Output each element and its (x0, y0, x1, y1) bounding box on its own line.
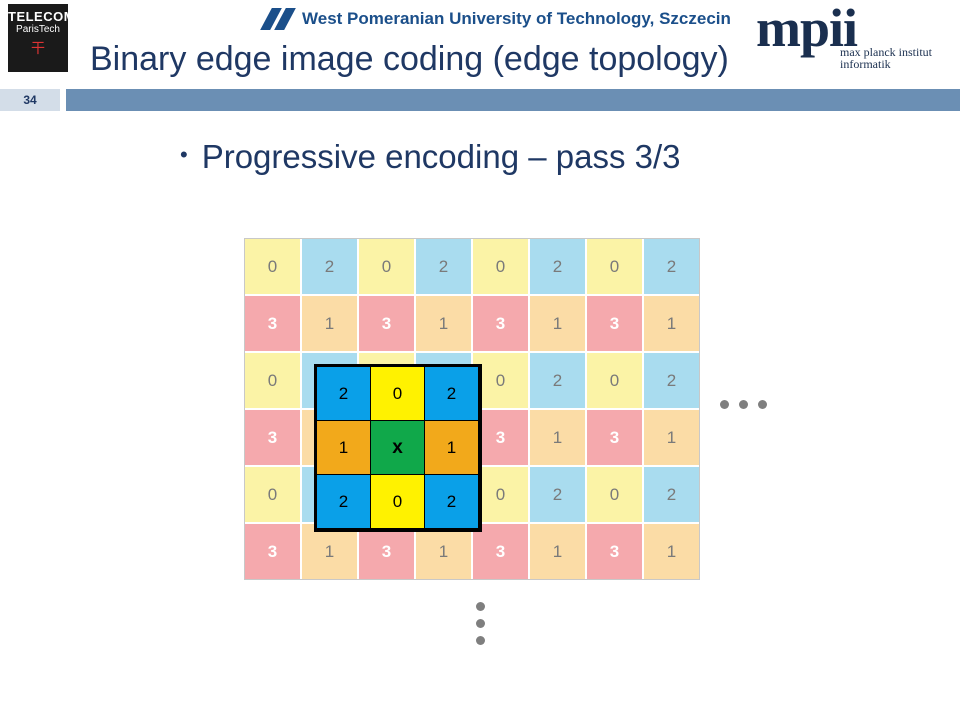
grid-cell: 2 (529, 352, 586, 409)
context-cell: 1 (317, 421, 370, 474)
grid-cell: 3 (358, 295, 415, 352)
grid-cell: 0 (586, 238, 643, 295)
grid-cell: 1 (529, 409, 586, 466)
context-cell: 2 (425, 367, 478, 420)
vertical-ellipsis-icon (476, 602, 485, 645)
grid-cell: 0 (244, 352, 301, 409)
context-cell: 2 (425, 475, 478, 528)
bullet-text: Progressive encoding – pass 3/3 (201, 138, 681, 175)
grid-cell: 0 (472, 238, 529, 295)
telecom-logo-line1: TELECOM (8, 9, 76, 24)
mpii-logo-line2: informatik (840, 57, 891, 71)
horizontal-ellipsis-icon (720, 400, 767, 409)
grid-cell: 1 (643, 295, 700, 352)
slide-number: 34 (0, 89, 60, 111)
grid-cell: 0 (244, 466, 301, 523)
title-bar (66, 89, 960, 111)
context-cell: 2 (317, 475, 370, 528)
grid-cell: 2 (415, 238, 472, 295)
grid-cell: 3 (244, 409, 301, 466)
mpii-logo-mark: mpii (756, 0, 858, 58)
grid-cell: 2 (529, 466, 586, 523)
grid-cell: 2 (643, 238, 700, 295)
bullet-dot-icon: • (180, 142, 188, 167)
grid-cell: 2 (643, 466, 700, 523)
grid-cell: 3 (472, 523, 529, 580)
zut-emblem-icon (260, 8, 296, 30)
mpii-logo-line1: max planck institut (840, 45, 932, 59)
context-cell: 0 (371, 475, 424, 528)
grid-cell: 3 (358, 523, 415, 580)
current-pixel-cell: x (371, 421, 424, 474)
bullet-item: • Progressive encoding – pass 3/3 (180, 138, 681, 176)
grid-cell: 0 (586, 466, 643, 523)
grid-cell: 3 (586, 523, 643, 580)
grid-cell: 2 (529, 238, 586, 295)
grid-cell: 1 (643, 409, 700, 466)
grid-cell: 3 (244, 523, 301, 580)
grid-cell: 3 (586, 409, 643, 466)
grid-cell: 1 (301, 295, 358, 352)
grid-cell: 0 (244, 238, 301, 295)
grid-cell: 2 (643, 352, 700, 409)
mpii-logo-text: max planck institut informatik (840, 46, 932, 70)
context-cell: 0 (371, 367, 424, 420)
context-cell: 2 (317, 367, 370, 420)
grid-cell: 1 (529, 295, 586, 352)
slide-title: Binary edge image coding (edge topology) (90, 40, 729, 78)
telecom-paristech-logo: TELECOM ParisTech 干 (8, 4, 76, 72)
zut-logo-text: West Pomeranian University of Technology… (302, 9, 731, 28)
grid-cell: 3 (586, 295, 643, 352)
zut-university-logo: West Pomeranian University of Technology… (260, 6, 731, 32)
grid-cell: 1 (643, 523, 700, 580)
telecom-logo-glyph: 干 (31, 41, 45, 57)
grid-cell: 1 (415, 295, 472, 352)
telecom-logo-line2: ParisTech (16, 24, 60, 35)
context-cell: 1 (425, 421, 478, 474)
grid-cell: 3 (244, 295, 301, 352)
mpii-logo: mpii max planck institut informatik (756, 0, 956, 70)
grid-cell: 1 (529, 523, 586, 580)
grid-cell: 3 (472, 295, 529, 352)
grid-cell: 0 (586, 352, 643, 409)
grid-cell: 0 (358, 238, 415, 295)
grid-cell: 2 (301, 238, 358, 295)
